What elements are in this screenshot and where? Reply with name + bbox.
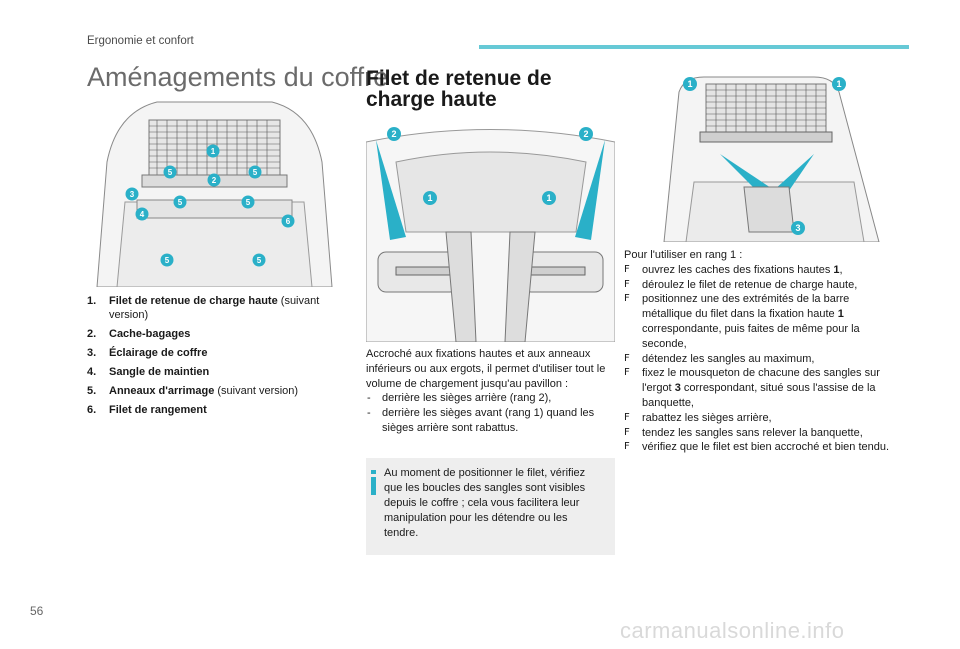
- step-bullet: F: [624, 278, 630, 290]
- step-ref: 3: [674, 382, 681, 395]
- step-bullet: F: [624, 367, 630, 379]
- legend-label: Anneaux d'arrimage: [109, 385, 215, 397]
- watermark: carmanualsonline.info: [620, 618, 845, 643]
- legend-label: Cache-bagages: [109, 328, 191, 340]
- step-text-tail: correspondante, puis faites de même pour…: [642, 322, 860, 350]
- cabin-callout-1b: 1: [546, 193, 551, 203]
- legend-num: 1.: [87, 295, 97, 307]
- cabin-callout-2a: 2: [391, 129, 396, 139]
- step-bullet: F: [624, 426, 630, 438]
- legend-label: Sangle de maintien: [109, 366, 210, 378]
- trunk-callout-6: 6: [286, 217, 291, 226]
- net-callout-1a: 1: [687, 79, 692, 89]
- legend-item: 2. Cache-bagages: [87, 327, 342, 341]
- step-bullet: F: [624, 411, 630, 423]
- step-ref: 1: [837, 308, 844, 321]
- trunk-callout-5e: 5: [165, 256, 170, 265]
- step-text: fixez le mousqueton de chacune des sangl…: [642, 367, 880, 395]
- legend-item: 3. Éclairage de coffre: [87, 346, 342, 360]
- page-number: 56: [30, 604, 44, 618]
- net-illustration: 1 1 3: [624, 72, 886, 242]
- net-callout-1b: 1: [836, 79, 841, 89]
- step-text: rabattez les sièges arrière,: [642, 411, 772, 424]
- info-text: Au moment de positionner le filet, vérif…: [384, 467, 586, 539]
- step-text-tail: ,: [839, 263, 843, 276]
- trunk-callout-2: 2: [212, 176, 217, 185]
- header-accent-rule: [479, 45, 909, 49]
- cabin-illustration: 2 2 1 1: [366, 122, 615, 342]
- info-icon: [371, 470, 376, 495]
- legend-label: Filet de rangement: [109, 404, 207, 416]
- trunk-callout-4: 4: [140, 210, 145, 219]
- legend-item: 1. Filet de retenue de charge haute (suiv…: [87, 294, 342, 322]
- net-callout-3: 3: [795, 223, 800, 233]
- info-box: Au moment de positionner le filet, vérif…: [366, 458, 615, 555]
- step-bullet: F: [624, 293, 630, 305]
- legend-item: 5. Anneaux d'arrimage (suivant version): [87, 384, 342, 398]
- step-text: détendez les sangles au maximum,: [642, 352, 815, 365]
- header-section-label: Ergonomie et confort: [87, 35, 194, 47]
- step-text: vérifiez que le filet est bien accroché …: [642, 441, 890, 454]
- intro-list: derrière les sièges arrière (rang 2), de…: [366, 391, 616, 435]
- legend-label: Filet de retenue de charge haute: [109, 295, 278, 307]
- procedure-intro: Pour l'utiliser en rang 1 :: [624, 249, 743, 261]
- section-title: Filet de retenue de charge haute: [366, 67, 552, 111]
- step-bullet: F: [624, 441, 630, 453]
- legend-item: 4. Sangle de maintien: [87, 365, 342, 379]
- intro-list-item: derrière les sièges avant (rang 1) quand…: [366, 406, 616, 436]
- intro-text: Accroché aux fixations hautes et aux ann…: [366, 348, 606, 390]
- cabin-callout-1a: 1: [427, 193, 432, 203]
- intro-paragraph: Accroché aux fixations hautes et aux ann…: [366, 347, 616, 436]
- step-text: positionnez une des extrémités de la bar…: [642, 293, 850, 321]
- page-title: Aménagements du coffre: [87, 62, 389, 92]
- legend-label: Éclairage de coffre: [109, 347, 208, 359]
- legend-num: 3.: [87, 347, 97, 359]
- trunk-callout-5b: 5: [253, 168, 258, 177]
- intro-list-item: derrière les sièges arrière (rang 2),: [366, 391, 616, 406]
- trunk-illustration: 1 5 5 2 3 5 5 4 6 5 5: [87, 92, 342, 287]
- legend-num: 4.: [87, 366, 97, 378]
- trunk-callout-3: 3: [130, 190, 135, 199]
- trunk-callout-1: 1: [211, 147, 216, 156]
- trunk-callout-5c: 5: [178, 198, 183, 207]
- step-ref: 1: [833, 263, 840, 276]
- trunk-legend: 1. Filet de retenue de charge haute (suiv…: [87, 294, 342, 422]
- step-text: ouvrez les caches des fixations hautes: [642, 263, 834, 276]
- legend-num: 6.: [87, 404, 97, 416]
- legend-num: 5.: [87, 385, 97, 397]
- trunk-callout-5f: 5: [257, 256, 262, 265]
- legend-note: (suivant version): [109, 295, 320, 321]
- legend-item: 6. Filet de rangement: [87, 403, 342, 417]
- trunk-callout-5d: 5: [246, 198, 251, 207]
- cabin-callout-2b: 2: [583, 129, 588, 139]
- legend-num: 2.: [87, 328, 97, 340]
- step-text-tail: correspondant, situé sous l'assise de la…: [642, 382, 876, 409]
- step-text: déroulez le filet de retenue de charge h…: [642, 278, 858, 291]
- step-bullet: F: [624, 352, 630, 364]
- step-text: tendez les sangles sans relever la banqu…: [642, 426, 863, 439]
- legend-note: (suivant version): [214, 385, 299, 397]
- step-bullet: F: [624, 263, 630, 275]
- trunk-callout-5a: 5: [168, 168, 173, 177]
